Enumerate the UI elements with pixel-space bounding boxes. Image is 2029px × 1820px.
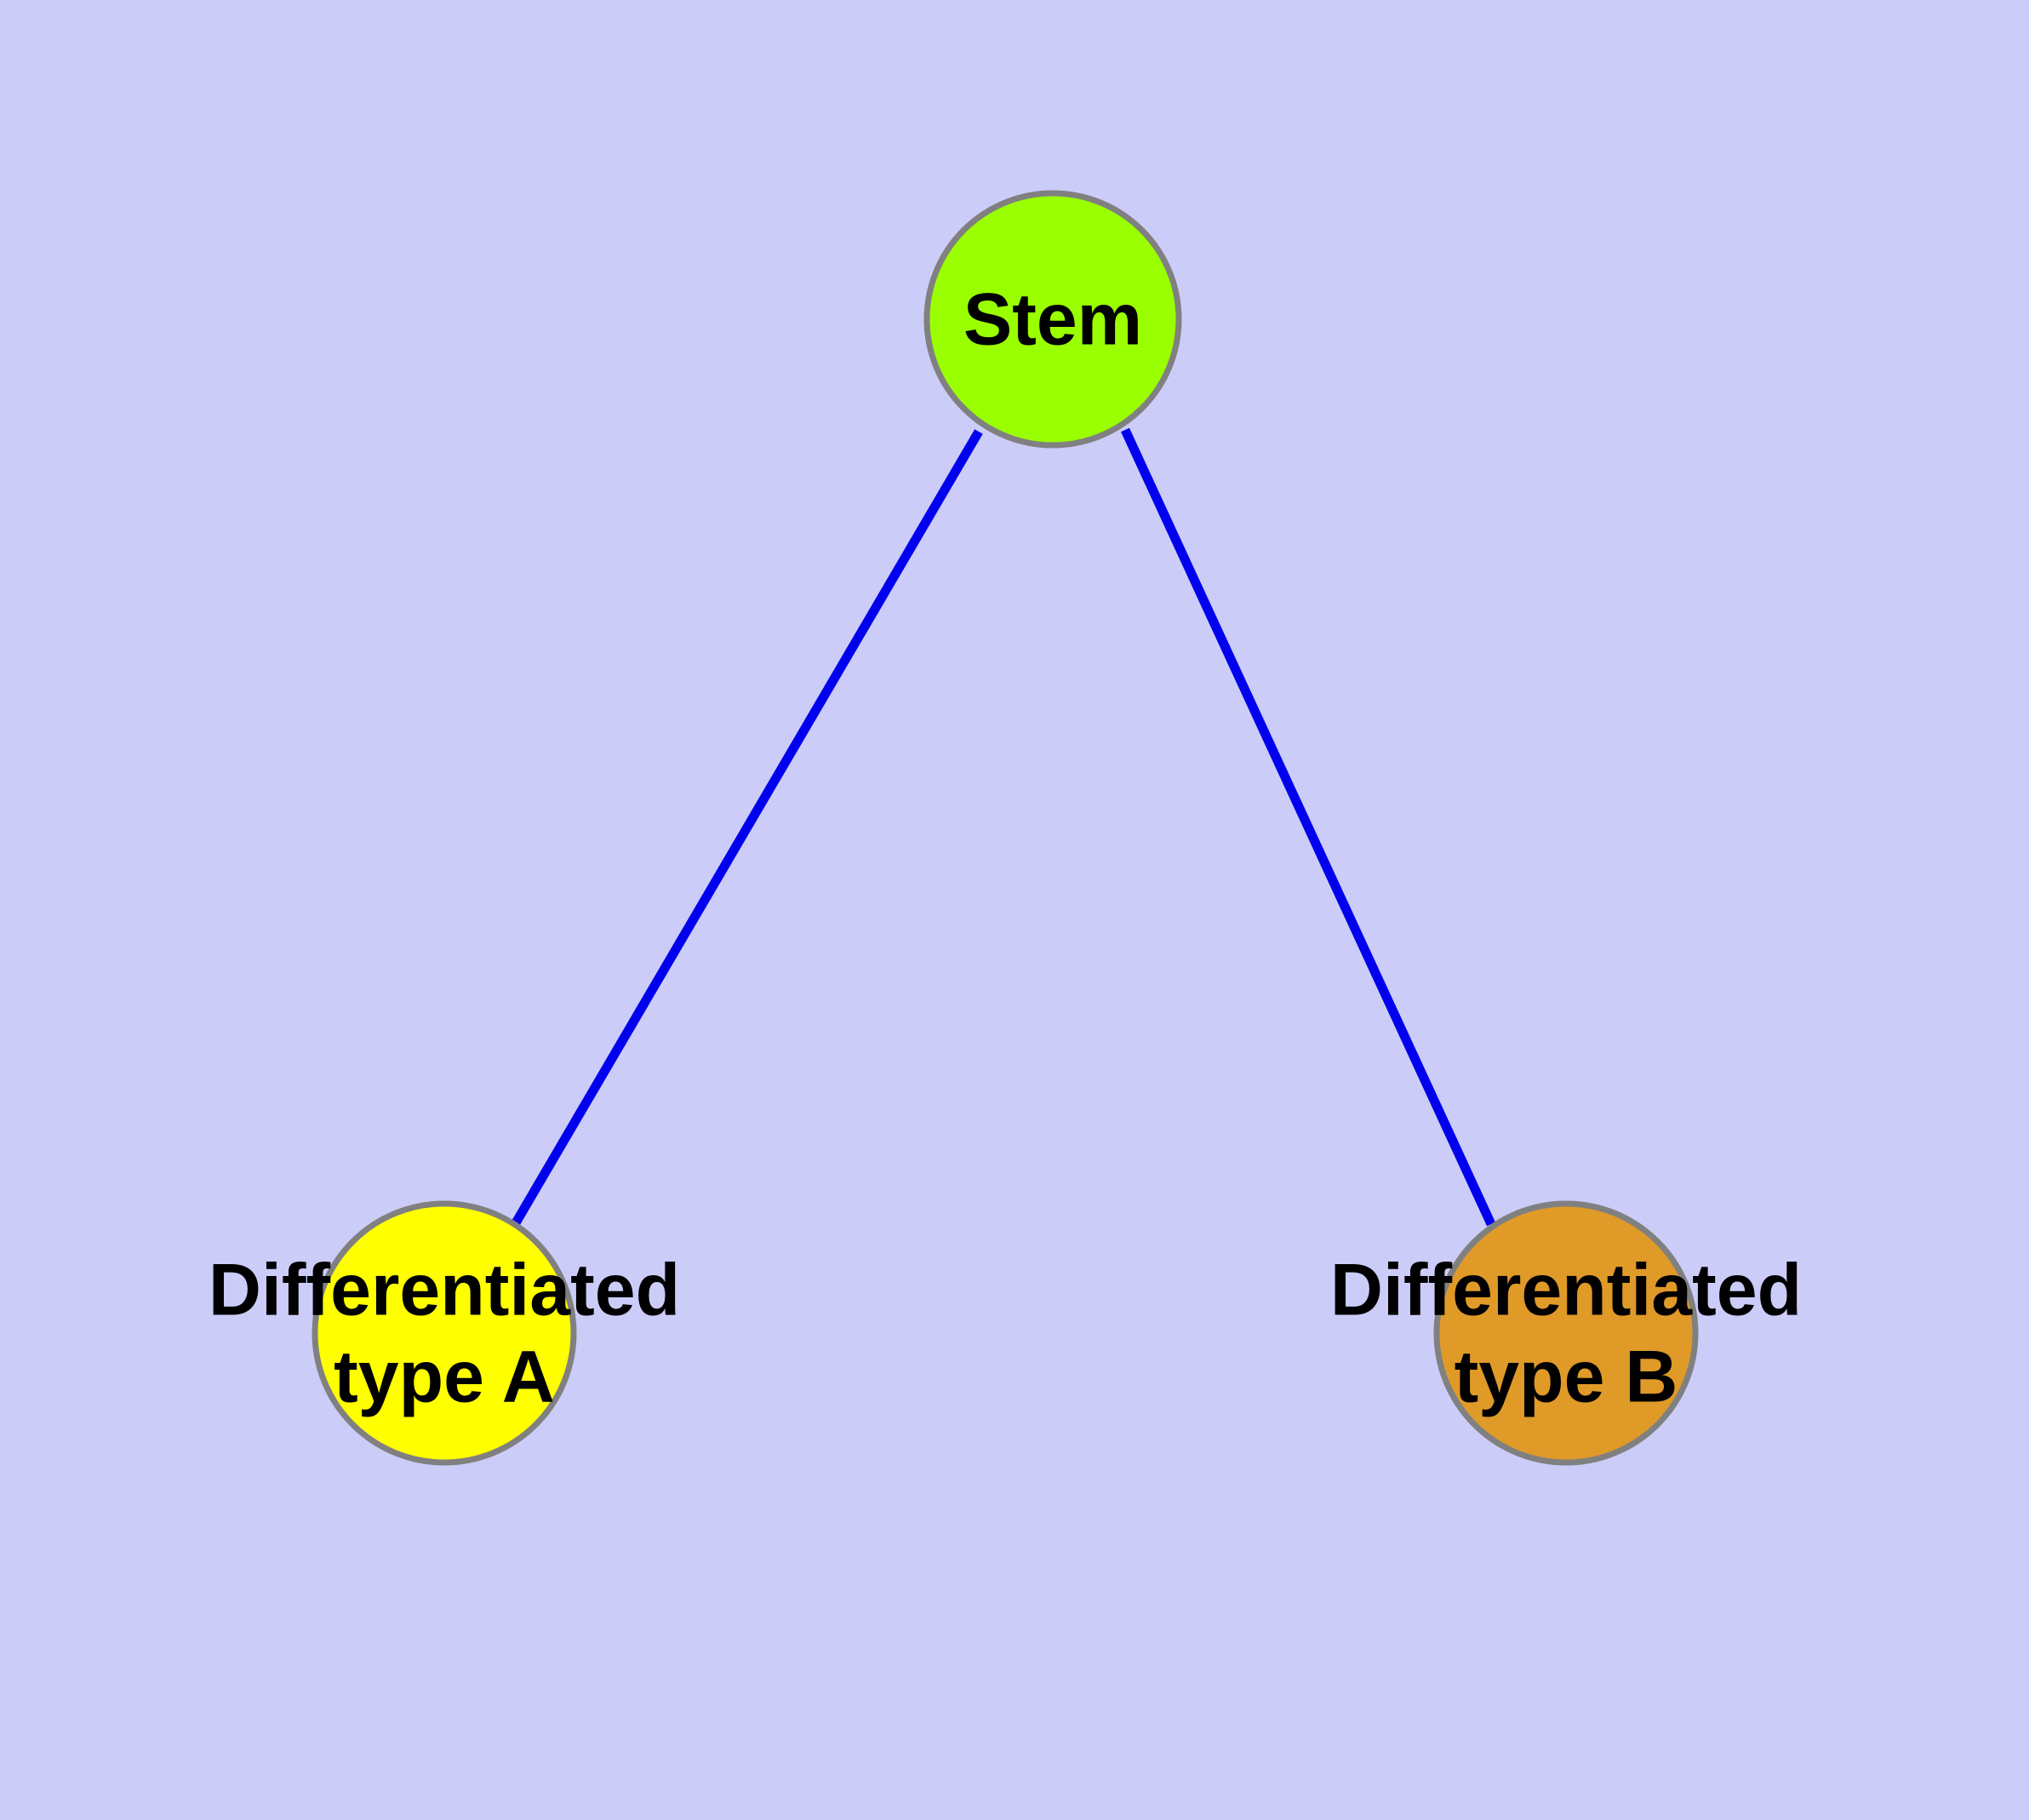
node-label-line: Differentiated bbox=[209, 1249, 680, 1331]
node-diff-b[interactable] bbox=[1433, 1200, 1699, 1466]
node-diff-a[interactable] bbox=[311, 1200, 577, 1466]
edge-stem-to-diff-a[interactable] bbox=[510, 429, 983, 1228]
node-label-stem: Stem bbox=[963, 278, 1142, 360]
node-label-line: Differentiated bbox=[1330, 1249, 1802, 1331]
nodes-layer bbox=[311, 190, 1699, 1466]
edge-stem-to-diff-b[interactable] bbox=[1121, 427, 1495, 1227]
node-label-line: type A bbox=[334, 1336, 555, 1417]
node-stem[interactable] bbox=[923, 190, 1182, 449]
node-label-line: Stem bbox=[963, 278, 1142, 360]
node-label-line: type B bbox=[1455, 1336, 1678, 1417]
edges-layer bbox=[510, 427, 1495, 1228]
